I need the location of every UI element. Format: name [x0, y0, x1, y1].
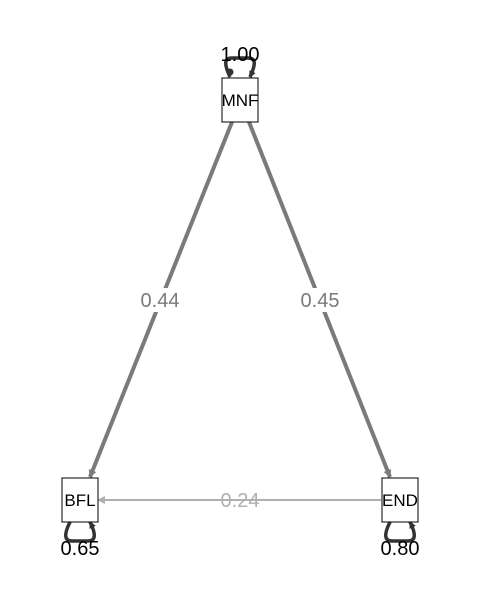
edge-label-mnf-end: 0.45 — [301, 290, 340, 312]
node-mnf: MNF — [221, 77, 259, 123]
variance-label-mnf: 1.00 — [221, 44, 260, 66]
node-label-mnf: MNF — [222, 91, 259, 110]
variance-loop-mnf: 1.00 — [221, 44, 260, 78]
variance-loop-bfl: 0.65 — [61, 521, 100, 560]
variance-label-end: 0.80 — [381, 538, 420, 560]
edge-label-mnf-bfl: 0.44 — [141, 290, 180, 312]
node-end: END — [381, 477, 419, 523]
variance-label-bfl: 0.65 — [61, 538, 100, 560]
edge-end-to-bfl: 0.24 — [97, 490, 381, 512]
edge-label-end-bfl: 0.24 — [221, 490, 260, 512]
edge-mnf-to-bfl: 0.44 — [88, 121, 234, 478]
node-bfl: BFL — [61, 477, 99, 523]
edge-mnf-to-end: 0.45 — [247, 121, 392, 478]
node-label-end: END — [382, 491, 418, 510]
node-label-bfl: BFL — [64, 491, 95, 510]
variance-loop-end: 0.80 — [381, 521, 420, 560]
